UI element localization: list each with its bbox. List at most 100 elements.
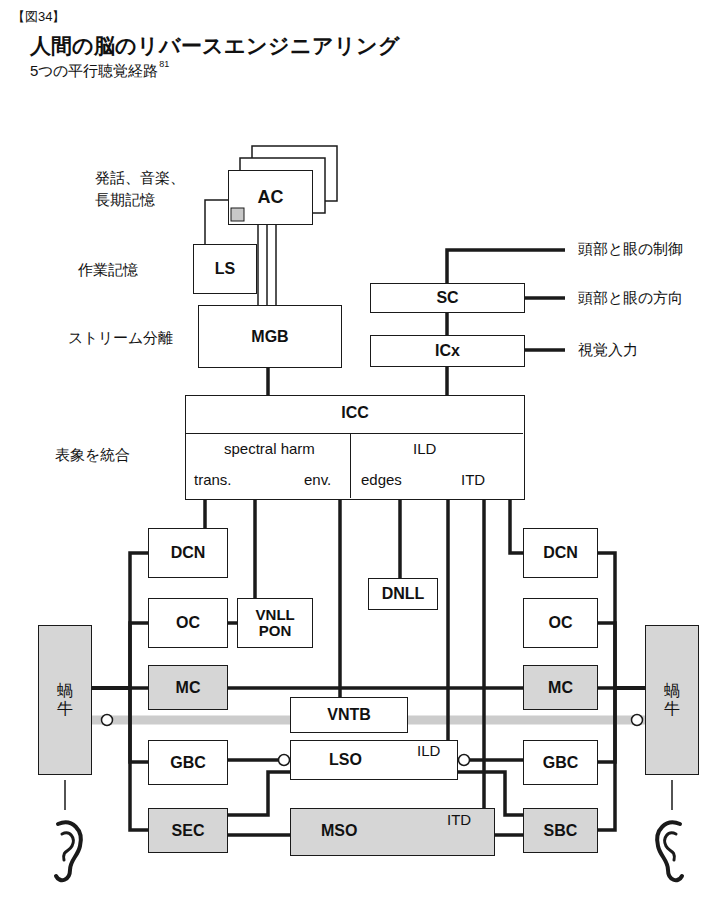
- nucleus-box: OC: [148, 598, 228, 648]
- nucleus-box: MC: [148, 665, 228, 710]
- synapse-symbol: [279, 755, 290, 766]
- pathway-wire: [257, 225, 259, 305]
- synapse-symbol: [459, 755, 470, 766]
- pathway-wire: [275, 225, 277, 305]
- nucleus-box: OC: [523, 598, 598, 648]
- cortex-box: AC: [228, 170, 313, 225]
- synapse-symbol: [632, 715, 643, 726]
- node-sublabel: ITD: [447, 811, 471, 828]
- efferent-band: [92, 716, 290, 725]
- pathway-wire: [92, 623, 148, 688]
- nucleus-box: DNLL: [368, 578, 438, 610]
- pathway-wire: [598, 623, 645, 688]
- node-label: MSO: [321, 822, 357, 840]
- pathway-wire: [92, 553, 148, 688]
- node-label: LS: [215, 260, 235, 278]
- pathway-wire: [92, 688, 148, 830]
- pathway-wire: [495, 833, 523, 837]
- pathway-wire: [338, 498, 342, 697]
- pathway-wire: [228, 772, 290, 815]
- node-label: OC: [176, 614, 200, 632]
- pathway-wire: [266, 368, 270, 395]
- figure-title: 人間の脳のリバースエンジニアリング: [30, 32, 400, 60]
- pathway-wire: [446, 498, 450, 740]
- pathway-wire: [228, 686, 523, 690]
- efferent-band: [408, 716, 645, 725]
- pathway-wire: [598, 688, 645, 762]
- input-wire: [525, 348, 565, 352]
- ear-inner: [665, 833, 676, 860]
- cochlea-box: 蝸牛: [645, 625, 699, 775]
- node-label: GBC: [170, 754, 206, 772]
- pathway-wire: [92, 688, 148, 762]
- function-note: 作業記憶: [78, 261, 138, 280]
- nucleus-box: SEC: [148, 808, 228, 853]
- function-note: 表象を統合: [55, 446, 130, 465]
- ear-outline: [56, 822, 81, 880]
- node-label: ICx: [435, 342, 460, 360]
- node-label: SEC: [172, 822, 205, 840]
- ear-inner: [62, 833, 73, 860]
- ear-illustration: [657, 822, 682, 880]
- node-label: MGB: [251, 328, 288, 346]
- ear-link: [671, 780, 673, 810]
- nucleus-box: DCN: [523, 528, 598, 578]
- node-label: MC: [548, 679, 573, 697]
- node-label: DCN: [543, 544, 578, 562]
- output-wire: [447, 250, 565, 283]
- figure-number: 【図34】: [12, 8, 65, 26]
- node-label: 蝸牛: [664, 682, 680, 717]
- ear-outline: [657, 822, 682, 880]
- node-label: MC: [176, 679, 201, 697]
- node-label: spectral harm: [224, 440, 315, 457]
- node-sublabel: edges: [361, 471, 402, 488]
- nucleus-box: VNLL PON: [237, 598, 313, 648]
- nucleus-box: MSO ITD: [290, 808, 495, 856]
- feature-panel: spectral harm trans. env.: [186, 433, 351, 498]
- node-label: AC: [258, 187, 284, 208]
- nucleus-box: GBC: [523, 740, 598, 785]
- pathway-wire: [598, 553, 645, 688]
- cochlea-box: 蝸牛: [38, 625, 92, 775]
- nucleus-box: ICx: [370, 335, 525, 367]
- node-sublabel: ITD: [461, 471, 485, 488]
- nucleus-box: LS: [193, 244, 257, 294]
- input-note: 視覚入力: [578, 341, 638, 360]
- nucleus-box: DCN: [148, 528, 228, 578]
- feature-panel: ILDedgesITD: [351, 433, 523, 498]
- reference-number: 81: [159, 59, 169, 69]
- figure-caption: 5つの平行聴覚経路: [30, 62, 158, 81]
- node-label: ICC: [341, 404, 369, 422]
- node-label: VNLL PON: [256, 607, 295, 640]
- node-label: LSO: [329, 751, 362, 769]
- output-wire: [525, 296, 565, 300]
- nucleus-box: MGB: [198, 305, 342, 368]
- pathway-wire: [398, 498, 402, 578]
- nucleus-box: MC: [523, 665, 598, 710]
- nucleus-box: GBC: [148, 740, 228, 785]
- pathway-wire: [598, 688, 645, 830]
- ear-illustration: [56, 822, 81, 880]
- pathway-wire: [228, 833, 290, 837]
- node-label: SBC: [544, 822, 578, 840]
- synapse-symbol: [102, 715, 113, 726]
- pathway-wire: [266, 225, 268, 305]
- pathway-wire: [203, 498, 207, 528]
- integration-box: ICCspectral harmtrans.env.ILDedgesITD: [185, 395, 525, 500]
- node-label: 蝸牛: [57, 682, 73, 717]
- node-sublabel: ILD: [417, 742, 440, 759]
- node-label: SC: [436, 289, 458, 307]
- node-label: DCN: [171, 544, 206, 562]
- node-label: DNLL: [382, 585, 425, 603]
- function-note: ストリーム分離: [68, 329, 173, 348]
- function-note: 発話、音楽、 長期記憶: [95, 168, 195, 212]
- nucleus-box: SBC: [523, 808, 598, 853]
- ear-link: [64, 780, 66, 810]
- nucleus-box: SC: [370, 283, 525, 313]
- node-label: OC: [549, 614, 573, 632]
- node-sublabel: env.: [304, 471, 331, 488]
- output-note: 頭部と眼の方向: [578, 289, 683, 308]
- nucleus-box: LSO ILD: [290, 740, 458, 780]
- node-sublabel: trans.: [194, 471, 232, 488]
- pathway-wire: [205, 200, 228, 244]
